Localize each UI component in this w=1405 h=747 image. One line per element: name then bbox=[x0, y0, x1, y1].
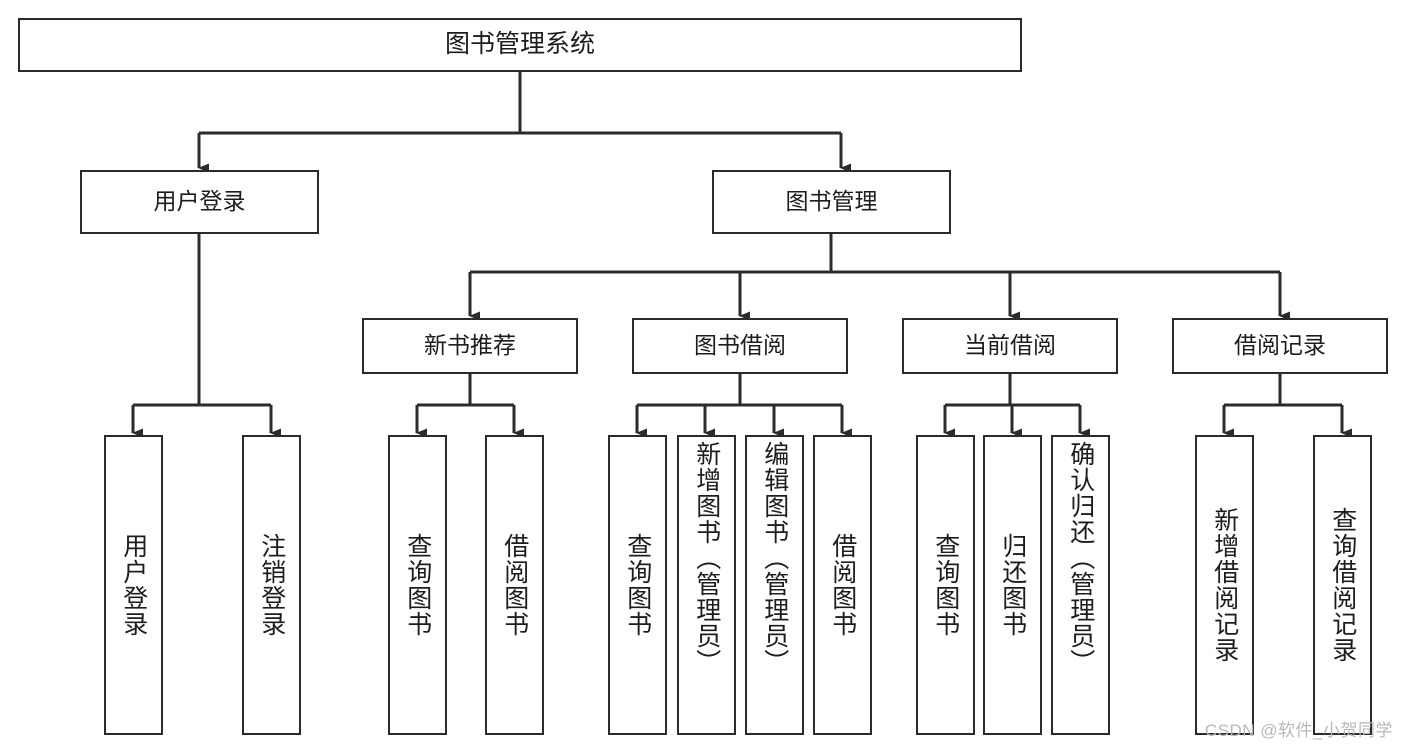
node-current-borrow[interactable]: 当前借阅 bbox=[902, 318, 1118, 374]
node-label: 当前借阅 bbox=[964, 332, 1056, 359]
node-label: 注销登录 bbox=[257, 533, 286, 637]
node-label: 图书管理 bbox=[785, 188, 878, 215]
node-leaf-return-book[interactable]: 归还图书 bbox=[983, 435, 1042, 735]
node-leaf-query-book-rec[interactable]: 查询图书 bbox=[388, 435, 447, 735]
node-label: 查询图书 bbox=[623, 533, 652, 637]
node-label: 归还图书 bbox=[998, 533, 1027, 637]
node-leaf-query-book-current[interactable]: 查询图书 bbox=[916, 435, 975, 735]
node-label: 新增图书（管理员） bbox=[692, 441, 721, 675]
node-root-system[interactable]: 图书管理系统 bbox=[18, 18, 1022, 72]
node-label: 查询借阅记录 bbox=[1328, 507, 1357, 663]
edge-group-root bbox=[197, 72, 851, 173]
node-leaf-query-borrow-record[interactable]: 查询借阅记录 bbox=[1313, 435, 1372, 735]
node-borrow-record[interactable]: 借阅记录 bbox=[1172, 318, 1388, 374]
node-leaf-edit-book[interactable]: 编辑图书（管理员） bbox=[745, 435, 804, 735]
edge-group-borrow-record bbox=[1222, 374, 1352, 438]
node-label: 查询图书 bbox=[931, 533, 960, 637]
edge-group-new-book-rec bbox=[415, 374, 524, 438]
edge-group-book-manage bbox=[468, 234, 1290, 321]
node-book-borrow[interactable]: 图书借阅 bbox=[632, 318, 848, 374]
node-label: 用户登录 bbox=[153, 188, 246, 215]
edge-group-current-borrow bbox=[943, 374, 1090, 438]
node-label: 借阅记录 bbox=[1234, 332, 1326, 359]
node-user-login[interactable]: 用户登录 bbox=[80, 170, 319, 234]
node-label: 用户登录 bbox=[119, 533, 148, 637]
node-leaf-confirm-return[interactable]: 确认归还（管理员） bbox=[1051, 435, 1110, 735]
node-leaf-query-book-borrow[interactable]: 查询图书 bbox=[608, 435, 667, 735]
node-leaf-user-login[interactable]: 用户登录 bbox=[104, 435, 163, 735]
node-label: 新书推荐 bbox=[424, 332, 516, 359]
node-label: 新增借阅记录 bbox=[1210, 507, 1239, 663]
node-label: 借阅图书 bbox=[500, 533, 529, 637]
node-label: 借阅图书 bbox=[828, 533, 857, 637]
node-book-manage[interactable]: 图书管理 bbox=[712, 170, 951, 234]
edge-group-book-borrow bbox=[635, 374, 852, 438]
node-label: 确认归还（管理员） bbox=[1066, 441, 1095, 675]
node-label: 图书管理系统 bbox=[444, 30, 595, 59]
edge-group-user-login bbox=[131, 234, 281, 438]
node-leaf-logout[interactable]: 注销登录 bbox=[242, 435, 301, 735]
node-leaf-add-borrow-record[interactable]: 新增借阅记录 bbox=[1195, 435, 1254, 735]
node-leaf-borrow-book-rec[interactable]: 借阅图书 bbox=[485, 435, 544, 735]
node-label: 编辑图书（管理员） bbox=[760, 441, 789, 675]
node-label: 查询图书 bbox=[403, 533, 432, 637]
node-label: 图书借阅 bbox=[694, 332, 786, 359]
node-leaf-add-book[interactable]: 新增图书（管理员） bbox=[677, 435, 736, 735]
node-leaf-borrow-book[interactable]: 借阅图书 bbox=[813, 435, 872, 735]
node-new-book-recommend[interactable]: 新书推荐 bbox=[362, 318, 578, 374]
